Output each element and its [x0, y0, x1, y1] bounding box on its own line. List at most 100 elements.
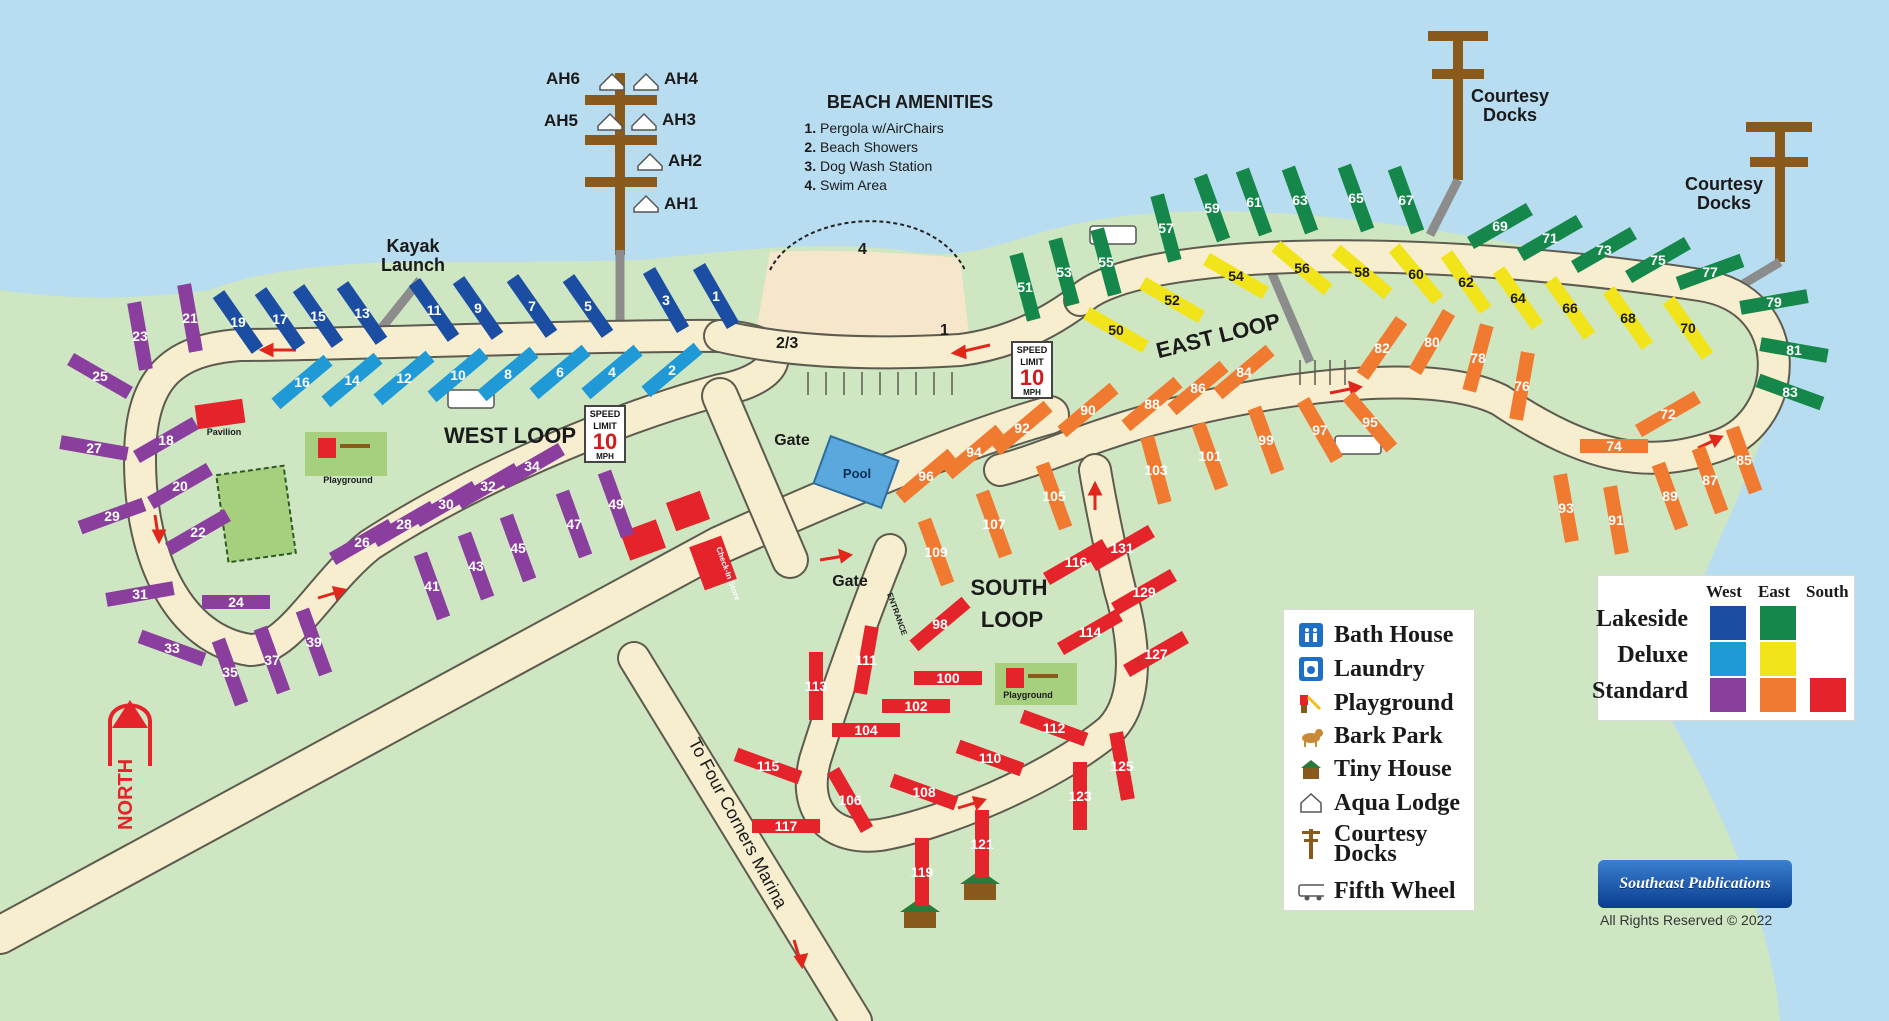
campsite-106: [826, 767, 874, 833]
playground-label-south: Playground: [1003, 690, 1053, 700]
site-number-91: 91: [1608, 512, 1624, 528]
campsite-65: [1337, 163, 1375, 233]
legend-tiny-house: Tiny House: [1298, 756, 1452, 782]
site-number-125: 125: [1110, 758, 1134, 774]
site-number-85: 85: [1736, 452, 1752, 468]
site-number-28: 28: [396, 516, 412, 532]
campsite-125: [1109, 731, 1135, 801]
legend-label-line: Courtesy: [1334, 821, 1428, 847]
site-number-75: 75: [1650, 252, 1666, 268]
campsite-112: [1019, 709, 1089, 747]
campsites: [59, 163, 1829, 906]
campsite-73: [1571, 226, 1637, 274]
site-number-31: 31: [132, 586, 148, 602]
campsite-108: [889, 773, 959, 811]
site-number-88: 88: [1144, 396, 1160, 412]
site-number-95: 95: [1362, 414, 1378, 430]
kayak-launch-label: Kayak: [386, 236, 440, 256]
speed-limit-sign-west: SPEED LIMIT 10 MPH: [584, 405, 626, 463]
amenity-item: Beach Showers: [820, 138, 1020, 157]
site-number-25: 25: [92, 368, 108, 384]
playground-label-west: Playground: [323, 475, 373, 485]
campsite-49: [597, 469, 635, 539]
aqua-lodge-dock: [585, 73, 657, 255]
campsite-98: [909, 596, 971, 652]
campsite-127: [1123, 630, 1189, 678]
site-number-109: 109: [924, 544, 948, 560]
campsite-92: [991, 400, 1053, 456]
site-number-65: 65: [1348, 190, 1364, 206]
site-number-1: 1: [712, 288, 720, 304]
copyright: All Rights Reserved © 2022: [1600, 912, 1773, 928]
site-number-58: 58: [1354, 264, 1370, 280]
site-number-80: 80: [1424, 334, 1440, 350]
campsite-117: [752, 819, 820, 833]
publisher-name: Southeast Publications: [1619, 875, 1771, 892]
site-numbers: 1357911131517192468101214162123252729313…: [86, 190, 1802, 880]
campsite-30: [413, 480, 479, 528]
site-number-71: 71: [1542, 230, 1558, 246]
site-number-11: 11: [427, 302, 442, 318]
bath-house-icon: [1298, 622, 1324, 648]
gate-label-2: Gate: [832, 573, 868, 590]
site-number-4: 4: [608, 364, 616, 380]
campsite-83: [1755, 373, 1825, 411]
campsite-111: [853, 625, 879, 695]
site-color-key: West East South Lakeside Deluxe Standard: [1592, 576, 1854, 720]
campsite-14: [321, 352, 383, 408]
campsite-131: [1089, 524, 1155, 572]
aqua-lodge-ah3: AH3: [662, 110, 696, 129]
campsite-69: [1467, 202, 1533, 250]
campsite-89: [1651, 461, 1689, 531]
site-number-50: 50: [1108, 322, 1124, 338]
campsite-105: [1035, 461, 1073, 531]
aqua-lodge-icons: [597, 72, 663, 213]
site-number-20: 20: [172, 478, 188, 494]
campsite-35: [211, 637, 249, 707]
site-number-62: 62: [1458, 274, 1474, 290]
site-number-3: 3: [662, 292, 670, 308]
campsite-93: [1553, 473, 1579, 543]
site-number-101: 101: [1198, 448, 1222, 464]
site-number-123: 123: [1068, 788, 1092, 804]
site-number-9: 9: [474, 300, 482, 316]
site-number-27: 27: [86, 440, 102, 456]
site-number-41: 41: [424, 578, 440, 594]
map-legend: Bath House Laundry Playground Bark Park …: [1284, 610, 1474, 910]
campsite-103: [1140, 435, 1172, 505]
campsite-2: [641, 342, 703, 398]
site-number-33: 33: [164, 640, 180, 656]
legend-aqua-lodge: Aqua Lodge: [1298, 790, 1460, 816]
speed-sign-mid: LIMIT: [1020, 357, 1044, 367]
site-number-119: 119: [911, 864, 934, 880]
site-number-106: 106: [838, 792, 862, 808]
campsite-74: [1580, 439, 1648, 453]
site-number-7: 7: [528, 298, 536, 314]
fifth-wheel-icon: [1298, 878, 1324, 904]
campsite-81: [1759, 337, 1829, 363]
site-number-115: 115: [757, 758, 780, 774]
site-number-102: 102: [904, 698, 928, 714]
site-number-68: 68: [1620, 310, 1636, 326]
beach-amenities-title: BEACH AMENITIES: [826, 92, 994, 112]
site-number-70: 70: [1680, 320, 1696, 336]
legend-label: Bath House: [1334, 622, 1454, 648]
campsite-24: [202, 595, 270, 609]
kayak-launch-label-2: Launch: [381, 255, 445, 275]
campsite-45: [499, 513, 537, 583]
site-number-114: 114: [1079, 624, 1102, 640]
campsite-63: [1281, 165, 1319, 235]
site-number-16: 16: [294, 374, 310, 390]
legend-label: Fifth Wheel: [1334, 878, 1456, 904]
campsite-121: [975, 810, 989, 878]
site-number-32: 32: [480, 478, 496, 494]
aqua-lodge-ah4: AH4: [664, 69, 699, 88]
site-number-112: 112: [1043, 720, 1066, 736]
site-number-21: 21: [182, 310, 198, 326]
site-number-39: 39: [306, 634, 322, 650]
campsite-43: [457, 531, 495, 601]
colorkey-row-lakeside: Lakeside: [1595, 606, 1688, 632]
north-label: NORTH: [115, 759, 137, 830]
campsite-57: [1150, 193, 1182, 263]
